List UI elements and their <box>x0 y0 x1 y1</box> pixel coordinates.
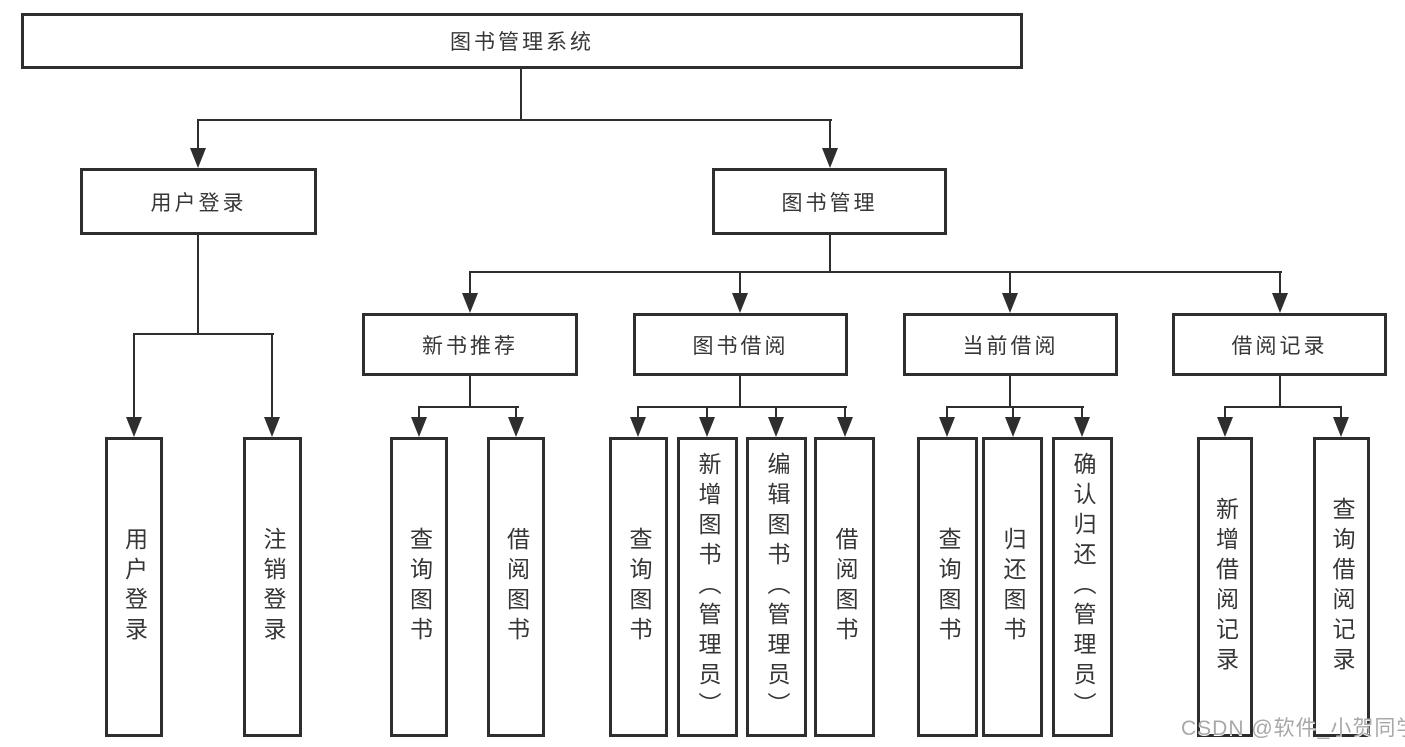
node-label: 借阅记录 <box>1231 334 1328 358</box>
connector-line <box>1012 406 1014 419</box>
node-leaf-borrow-borrow-book: 借阅图书 <box>814 437 875 737</box>
node-label: 当前借阅 <box>962 334 1059 358</box>
connector-arrow-down <box>699 417 715 437</box>
connector-arrow-down <box>462 293 478 313</box>
connector-line <box>829 119 831 150</box>
node-label: 编辑图书（管理员） <box>764 452 790 722</box>
node-leaf-user-login: 用户登录 <box>105 437 163 737</box>
node-label: 新增图书（管理员） <box>695 452 721 722</box>
connector-line <box>637 406 847 408</box>
connector-arrow-down <box>1002 293 1018 313</box>
node-label: 注销登录 <box>260 527 286 647</box>
csdn-watermark: CSDN @软件_小贺同学 <box>1181 717 1405 740</box>
node-root: 图书管理系统 <box>21 13 1023 69</box>
node-label: 查询图书 <box>935 527 961 647</box>
connector-line <box>469 271 471 295</box>
node-label: 图书借阅 <box>692 334 789 358</box>
node-label: 借阅图书 <box>832 527 858 647</box>
connector-line <box>520 69 522 120</box>
node-leaf-current-return-book: 归还图书 <box>982 437 1043 737</box>
connector-line <box>469 271 1282 273</box>
node-leaf-current-query-book: 查询图书 <box>917 437 978 737</box>
node-label: 确认归还（管理员） <box>1070 452 1096 722</box>
connector-arrow-down <box>1074 417 1090 437</box>
connector-line <box>133 333 274 335</box>
node-leaf-borrow-edit-book: 编辑图书（管理员） <box>746 437 807 737</box>
node-label: 查询借阅记录 <box>1329 497 1355 677</box>
connector-line <box>706 406 708 419</box>
connector-line <box>1224 406 1342 408</box>
connector-line <box>1279 271 1281 295</box>
connector-line <box>1009 376 1011 408</box>
connector-arrow-down <box>732 293 748 313</box>
node-book-management: 图书管理 <box>712 168 947 235</box>
connector-line <box>739 271 741 295</box>
connector-line <box>775 406 777 419</box>
connector-line <box>418 406 519 408</box>
node-book-borrow: 图书借阅 <box>633 313 848 376</box>
connector-arrow-down <box>1272 293 1288 313</box>
node-new-book-recommend: 新书推荐 <box>362 313 578 376</box>
connector-arrow-down <box>126 417 142 437</box>
node-leaf-record-query: 查询借阅记录 <box>1313 437 1370 737</box>
connector-line <box>133 333 135 419</box>
node-label: 新增借阅记录 <box>1212 497 1239 677</box>
connector-line <box>1224 406 1226 419</box>
connector-line <box>1081 406 1083 419</box>
connector-arrow-down <box>630 417 646 437</box>
connector-line <box>1279 376 1281 408</box>
connector-line <box>197 119 832 121</box>
node-label: 归还图书 <box>1000 527 1026 647</box>
connector-arrow-down <box>1005 417 1021 437</box>
connector-arrow-down <box>190 148 206 168</box>
node-leaf-current-confirm-return: 确认归还（管理员） <box>1052 437 1113 737</box>
connector-line <box>271 333 273 419</box>
node-leaf-recommend-borrow-book: 借阅图书 <box>487 437 545 737</box>
node-label: 查询图书 <box>626 527 652 647</box>
node-leaf-recommend-query-book: 查询图书 <box>390 437 448 737</box>
connector-arrow-down <box>411 417 427 437</box>
connector-line <box>469 376 471 408</box>
connector-line <box>197 235 199 335</box>
connector-line <box>844 406 846 419</box>
connector-line <box>946 406 1084 408</box>
node-leaf-logout: 注销登录 <box>243 437 302 737</box>
connector-line <box>946 406 948 419</box>
connector-line <box>1340 406 1342 419</box>
connector-line <box>1009 271 1011 295</box>
node-label: 查询图书 <box>406 527 433 647</box>
node-user-login: 用户登录 <box>80 168 317 235</box>
connector-line <box>418 406 420 419</box>
node-label: 图书管理系统 <box>450 31 594 54</box>
connector-arrow-down <box>1333 417 1349 437</box>
node-label: 新书推荐 <box>422 334 518 358</box>
connector-line <box>829 235 831 273</box>
node-current-borrow: 当前借阅 <box>903 313 1118 376</box>
connector-arrow-down <box>768 417 784 437</box>
connector-arrow-down <box>837 417 853 437</box>
connector-arrow-down <box>1217 417 1233 437</box>
connector-arrow-down <box>508 417 524 437</box>
connector-arrow-down <box>264 417 280 437</box>
node-borrow-record: 借阅记录 <box>1172 313 1387 376</box>
connector-arrow-down <box>939 417 955 437</box>
node-leaf-borrow-query-book: 查询图书 <box>609 437 668 737</box>
node-label: 用户登录 <box>121 527 148 647</box>
node-leaf-record-add: 新增借阅记录 <box>1197 437 1253 737</box>
node-label: 图书管理 <box>781 191 878 215</box>
node-label: 用户登录 <box>150 191 247 215</box>
connector-line <box>515 406 517 419</box>
node-leaf-borrow-add-book: 新增图书（管理员） <box>677 437 738 737</box>
connector-line <box>637 406 639 419</box>
connector-line <box>197 119 199 150</box>
connector-line <box>739 376 741 408</box>
connector-arrow-down <box>822 148 838 168</box>
node-label: 借阅图书 <box>503 527 530 647</box>
